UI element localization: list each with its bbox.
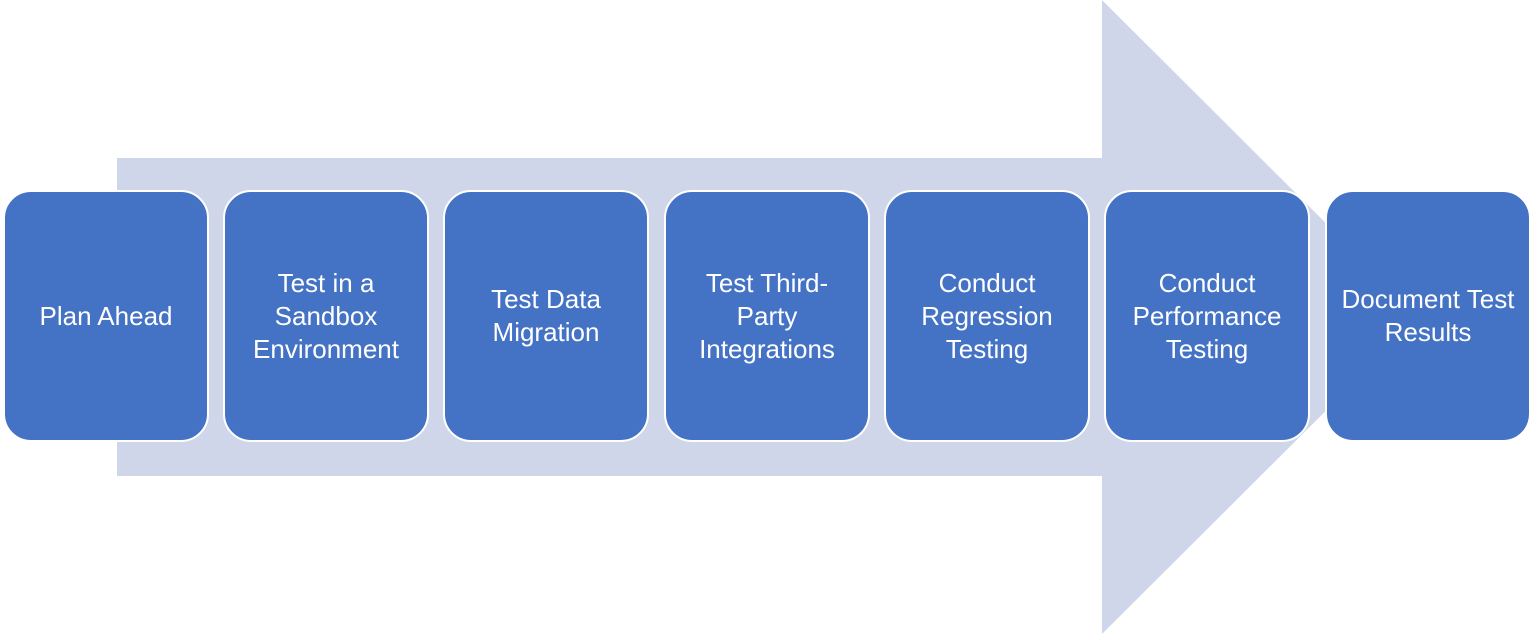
step-label: Test in a Sandbox Environment [253,267,399,364]
step-test-in-sandbox: Test in a Sandbox Environment [223,190,429,442]
step-plan-ahead: Plan Ahead [3,190,209,442]
step-label: Conduct Performance Testing [1132,267,1282,364]
step-label: Plan Ahead [39,300,173,331]
step-document-results: Document Test Results [1325,190,1531,442]
step-performance-testing: Conduct Performance Testing [1104,190,1310,442]
step-test-data-migration: Test Data Migration [443,190,649,442]
step-label: Document Test Results [1341,284,1515,347]
step-label: Conduct Regression Testing [921,267,1053,364]
step-regression-testing: Conduct Regression Testing [884,190,1090,442]
step-label: Test Data Migration [491,284,601,347]
step-test-third-party-integrations: Test Third-Party Integrations [664,190,870,442]
step-label: Test Third-Party Integrations [699,267,835,364]
